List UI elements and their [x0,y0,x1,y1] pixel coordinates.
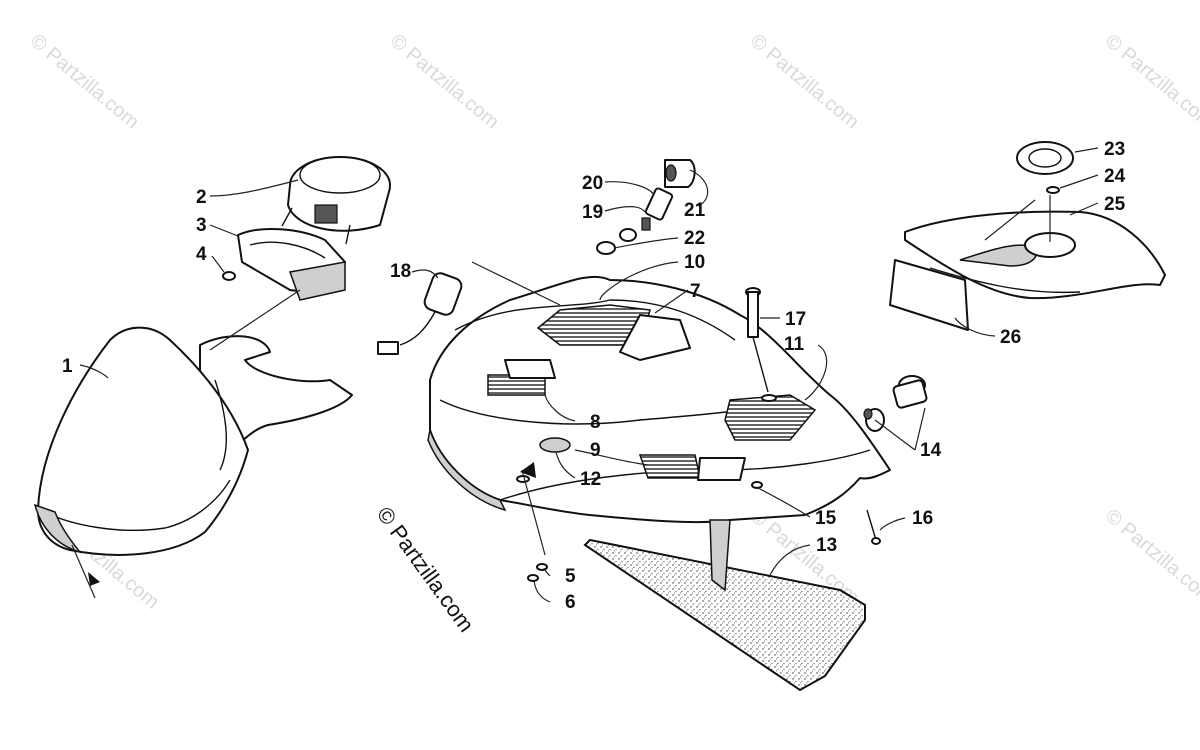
callout-10: 10 [684,252,705,273]
gauge [281,156,391,245]
switch-harness [377,272,463,355]
callout-25: 25 [1104,194,1126,215]
callout-labels: 1 2 3 4 5 6 7 8 9 10 11 12 13 14 15 16 1… [62,139,1126,613]
callout-11: 11 [784,334,805,355]
leader-lines [79,147,1099,603]
key-switch [596,159,696,255]
callout-22: 22 [684,228,705,249]
direction-arrows [71,462,546,599]
callout-15: 15 [815,508,837,529]
callout-19: 19 [582,202,603,223]
callout-1: 1 [62,356,73,377]
hood-cowl [33,326,353,556]
callout-16: 16 [912,508,933,529]
callout-5: 5 [565,566,576,587]
callout-3: 3 [196,215,207,236]
power-outlet [863,375,928,432]
callout-23: 23 [1104,139,1125,160]
callout-4: 4 [196,244,207,265]
callout-7: 7 [690,281,701,302]
callout-24: 24 [1104,166,1126,187]
fasteners [516,475,881,582]
callout-14: 14 [920,440,942,461]
callout-18: 18 [390,261,411,282]
callout-9: 9 [590,440,601,461]
dash-console [427,275,891,692]
callout-26: 26 [1000,327,1021,348]
callout-8: 8 [590,412,601,433]
callout-2: 2 [196,187,207,208]
callout-20: 20 [582,173,603,194]
callout-17: 17 [785,309,806,330]
callout-12: 12 [580,469,601,490]
gauge-nut [222,271,236,281]
callout-6: 6 [565,592,576,613]
gauge-mount [209,227,346,351]
arrow-icon [520,462,536,478]
arrow-icon [88,572,100,586]
callout-21: 21 [684,200,706,221]
long-bolt [745,287,777,402]
callout-13: 13 [816,535,837,556]
rear-console [889,141,1166,331]
